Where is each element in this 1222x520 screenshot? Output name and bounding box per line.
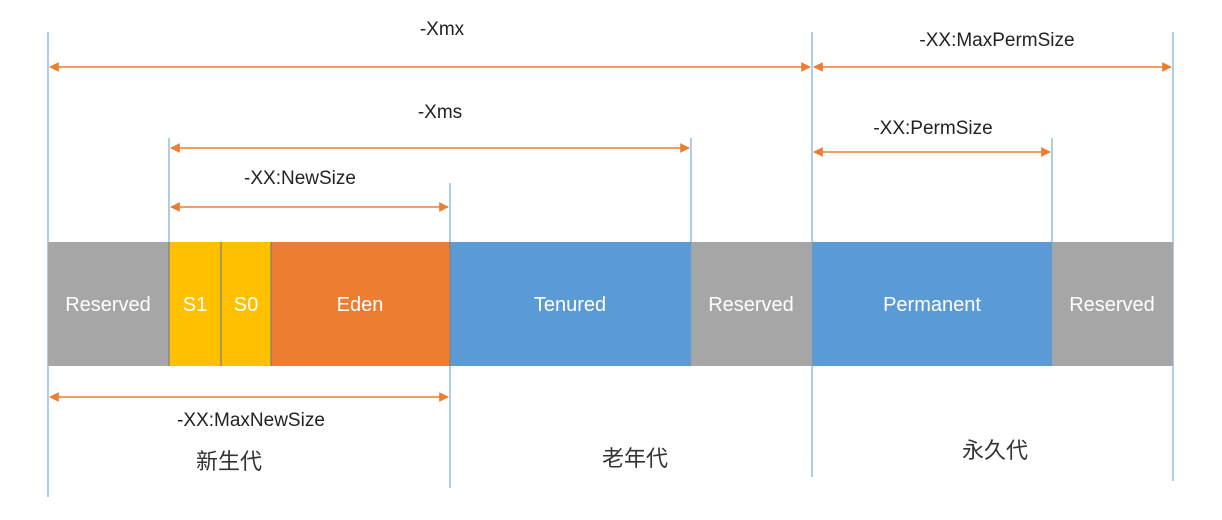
segment-label-s1: S1 [183,294,207,316]
segment-label-reserved-old: Reserved [708,294,794,316]
dimension-arrows [49,62,1172,402]
young-generation-label: 新生代 [196,450,262,475]
xms-label: -Xms [418,102,462,123]
max-new-size-label: -XX:MaxNewSize [177,410,325,431]
segment-reserved-old [691,242,812,366]
perm-size-label: -XX:PermSize [873,118,992,139]
max-perm-size-label: -XX:MaxPermSize [919,30,1074,51]
xmx-label: -Xmx [420,19,465,40]
memory-bar: Reserved S1 S0 Eden Tenured Reserved Per… [48,242,1173,366]
segment-label-reserved-perm: Reserved [1069,294,1155,316]
segment-reserved-perm [1052,242,1173,366]
segment-label-eden: Eden [337,294,384,316]
segment-label-tenured: Tenured [534,294,606,316]
segment-permanent [812,242,1052,366]
segment-s1 [169,242,221,366]
segment-label-s0: S0 [234,294,258,316]
permanent-generation-label: 永久代 [962,439,1028,464]
segment-label-reserved-young: Reserved [65,294,151,316]
old-generation-label: 老年代 [602,447,668,472]
segment-tenured [450,242,691,366]
segment-label-permanent: Permanent [883,294,981,316]
segment-reserved-young [48,242,169,366]
segment-s0 [221,242,271,366]
new-size-label: -XX:NewSize [244,168,356,189]
segment-eden [271,242,450,366]
